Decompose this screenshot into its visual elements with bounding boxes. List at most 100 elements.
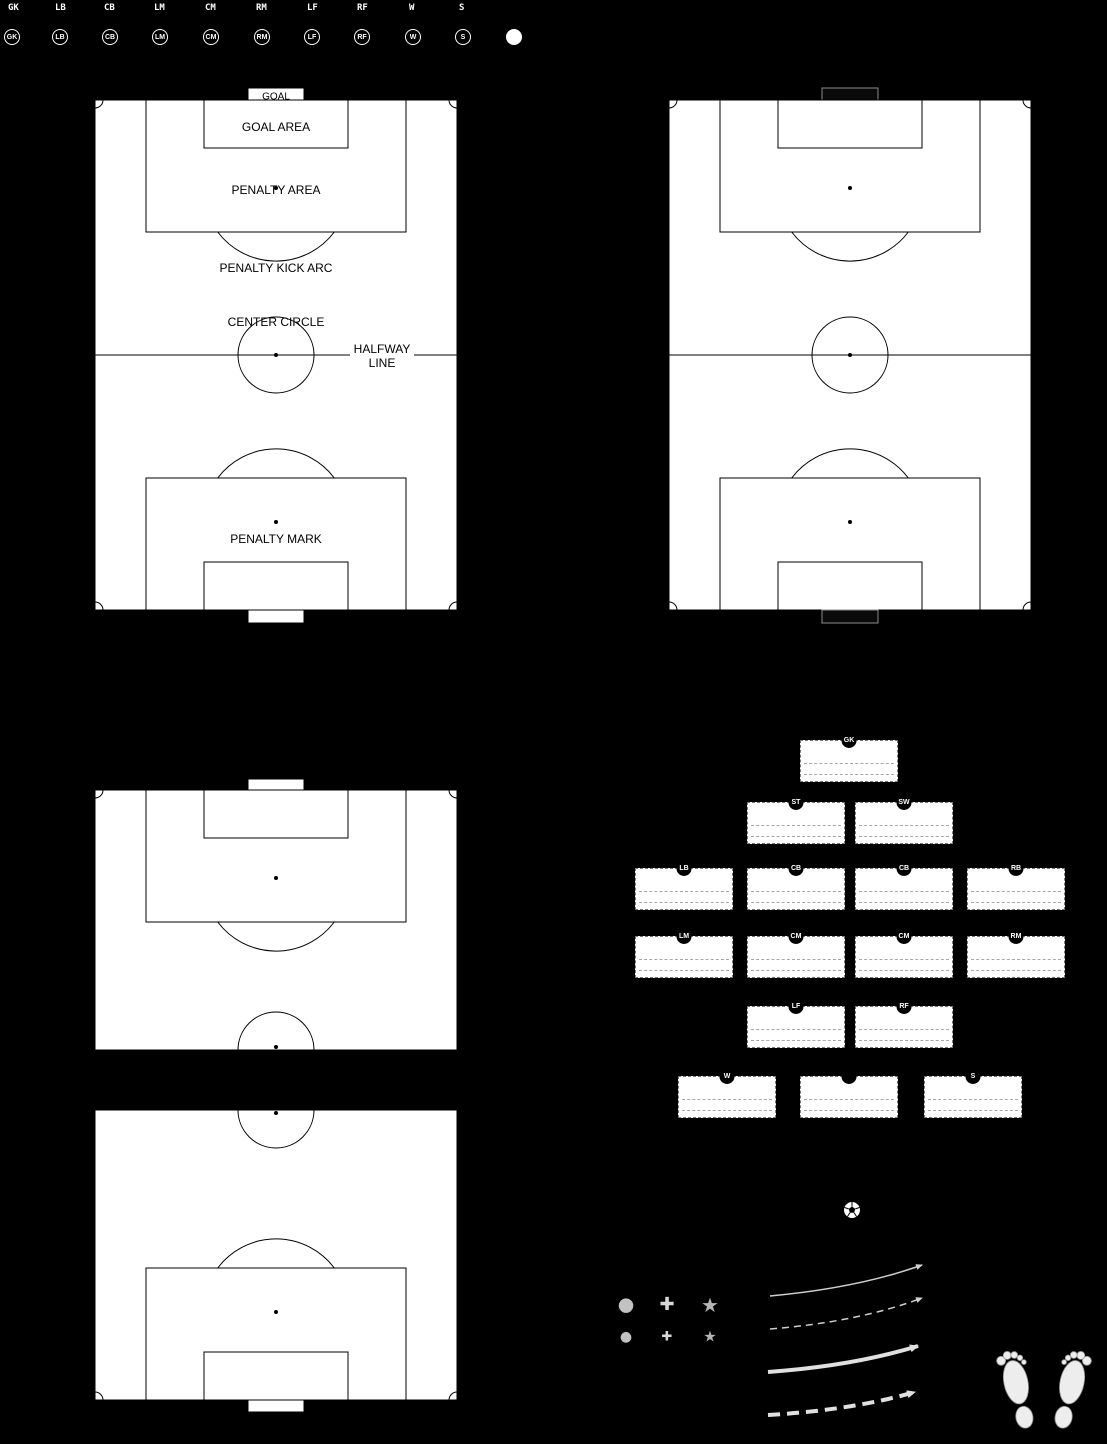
formation-box-gk[interactable]: GK <box>800 733 898 782</box>
name-line <box>971 902 1061 903</box>
palette-badge-cm[interactable]: CM <box>203 29 219 45</box>
footprints-icon[interactable] <box>988 1340 1100 1444</box>
center-mark <box>274 353 278 357</box>
soccer-field-plain[interactable] <box>667 86 1033 626</box>
formation-box-w[interactable]: W <box>678 1069 776 1118</box>
center-mark <box>274 1111 278 1115</box>
palette-text-lb[interactable]: LB <box>55 3 66 13</box>
formation-badge-cb-1: CB <box>788 861 804 876</box>
formation-badge-player <box>841 1069 857 1084</box>
penalty-arc-top <box>791 231 909 262</box>
formation-box-sw[interactable]: SW <box>855 795 953 844</box>
goal-area-top <box>777 99 923 149</box>
halfway-line-label: HALFWAY LINE <box>350 342 414 371</box>
name-line <box>682 1110 772 1111</box>
name-line <box>859 836 949 837</box>
star-marker-large-icon[interactable]: ★ <box>701 1293 719 1317</box>
name-line <box>639 959 729 960</box>
corner-arc <box>448 1391 458 1401</box>
palette-badge-lf[interactable]: LF <box>304 29 320 45</box>
run-arrow-thick-dashed[interactable] <box>767 1390 916 1417</box>
palette-badge-lb[interactable]: LB <box>52 29 68 45</box>
name-line <box>928 1099 1018 1100</box>
palette-badge-rf[interactable]: RF <box>354 29 370 45</box>
penalty-mark-bottom <box>848 520 852 524</box>
formation-box-lf[interactable]: LF <box>747 999 845 1048</box>
palette-badge-lm[interactable]: LM <box>152 29 168 45</box>
soccer-half-field-bottom[interactable] <box>93 1108 459 1418</box>
penalty-arc-bottom <box>217 448 335 479</box>
goal-box-bottom <box>247 609 305 624</box>
center-circle-half <box>237 1011 315 1051</box>
formation-box-rf[interactable]: RF <box>855 999 953 1048</box>
formation-box-cm-1[interactable]: CM <box>747 929 845 978</box>
star-marker-small-icon[interactable]: ★ <box>703 1327 717 1346</box>
formation-box-player[interactable] <box>800 1069 898 1118</box>
name-line <box>971 959 1061 960</box>
cross-marker-small-icon[interactable]: ✚ <box>661 1329 673 1345</box>
formation-box-cb-2[interactable]: CB <box>855 861 953 910</box>
movement-arrows-group <box>767 1264 923 1417</box>
name-line <box>859 1029 949 1030</box>
name-line <box>859 1040 949 1041</box>
corner-arc <box>94 789 104 799</box>
cross-marker-large-icon[interactable]: ✚ <box>659 1294 675 1315</box>
penalty-arc-bottom <box>791 448 909 479</box>
formation-badge-rf: RF <box>896 999 912 1014</box>
palette-text-cm[interactable]: CM <box>205 3 216 13</box>
name-line <box>804 1099 894 1100</box>
formation-box-cb-1[interactable]: CB <box>747 861 845 910</box>
formation-box-lm[interactable]: LM <box>635 929 733 978</box>
penalty-mark-bottom <box>274 520 278 524</box>
name-line <box>859 902 949 903</box>
formation-box-cm-2[interactable]: CM <box>855 929 953 978</box>
penalty-arc <box>217 921 335 952</box>
name-line <box>751 959 841 960</box>
palette-badge-s[interactable]: S <box>455 29 471 45</box>
goal-area-top <box>203 99 349 149</box>
palette-text-gk[interactable]: GK <box>8 3 19 13</box>
circle-marker-small-icon[interactable]: ● <box>619 1329 633 1345</box>
palette-text-lm[interactable]: LM <box>154 3 165 13</box>
name-line <box>859 970 949 971</box>
name-line <box>804 774 894 775</box>
palette-text-s[interactable]: S <box>459 3 465 13</box>
palette-badge-rm[interactable]: RM <box>254 29 270 45</box>
palette-badge-gk[interactable]: GK <box>4 29 20 45</box>
ball-pentagon <box>848 1206 856 1213</box>
name-line <box>751 1040 841 1041</box>
soccer-ball-icon[interactable] <box>842 1200 862 1220</box>
palette-text-cb[interactable]: CB <box>104 3 115 13</box>
palette-text-w[interactable]: W <box>409 3 415 13</box>
formation-box-s[interactable]: S <box>924 1069 1022 1118</box>
name-line <box>971 970 1061 971</box>
formation-box-lb[interactable]: LB <box>635 861 733 910</box>
palette-text-rm[interactable]: RM <box>256 3 267 13</box>
goal-area <box>203 789 349 839</box>
field-boundary <box>94 1109 458 1401</box>
run-arrow-thin-solid[interactable] <box>769 1264 923 1297</box>
palette-badge-cb[interactable]: CB <box>102 29 118 45</box>
corner-arc <box>94 99 104 109</box>
soccer-half-field-top[interactable] <box>93 777 459 1057</box>
palette-text-rf[interactable]: RF <box>357 3 368 13</box>
palette-ball-marker[interactable] <box>506 29 522 45</box>
corner-arc <box>94 601 104 611</box>
name-line <box>804 763 894 764</box>
circle-marker-large-icon[interactable]: ● <box>617 1293 635 1316</box>
penalty-mark-top <box>274 186 278 190</box>
name-line <box>751 836 841 837</box>
right-footprint <box>1054 1351 1092 1429</box>
run-arrow-thin-dashed[interactable] <box>769 1297 923 1330</box>
palette-badge-w[interactable]: W <box>405 29 421 45</box>
center-circle-label: CENTER CIRCLE <box>227 315 325 329</box>
formation-box-rb[interactable]: RB <box>967 861 1065 910</box>
formation-badge-cm-2: CM <box>896 929 912 944</box>
name-line <box>639 891 729 892</box>
palette-text-lf[interactable]: LF <box>307 3 318 13</box>
corner-arc <box>448 789 458 799</box>
run-arrow-thick-solid[interactable] <box>767 1344 919 1374</box>
name-line <box>751 1029 841 1030</box>
formation-box-st[interactable]: ST <box>747 795 845 844</box>
formation-box-rm[interactable]: RM <box>967 929 1065 978</box>
